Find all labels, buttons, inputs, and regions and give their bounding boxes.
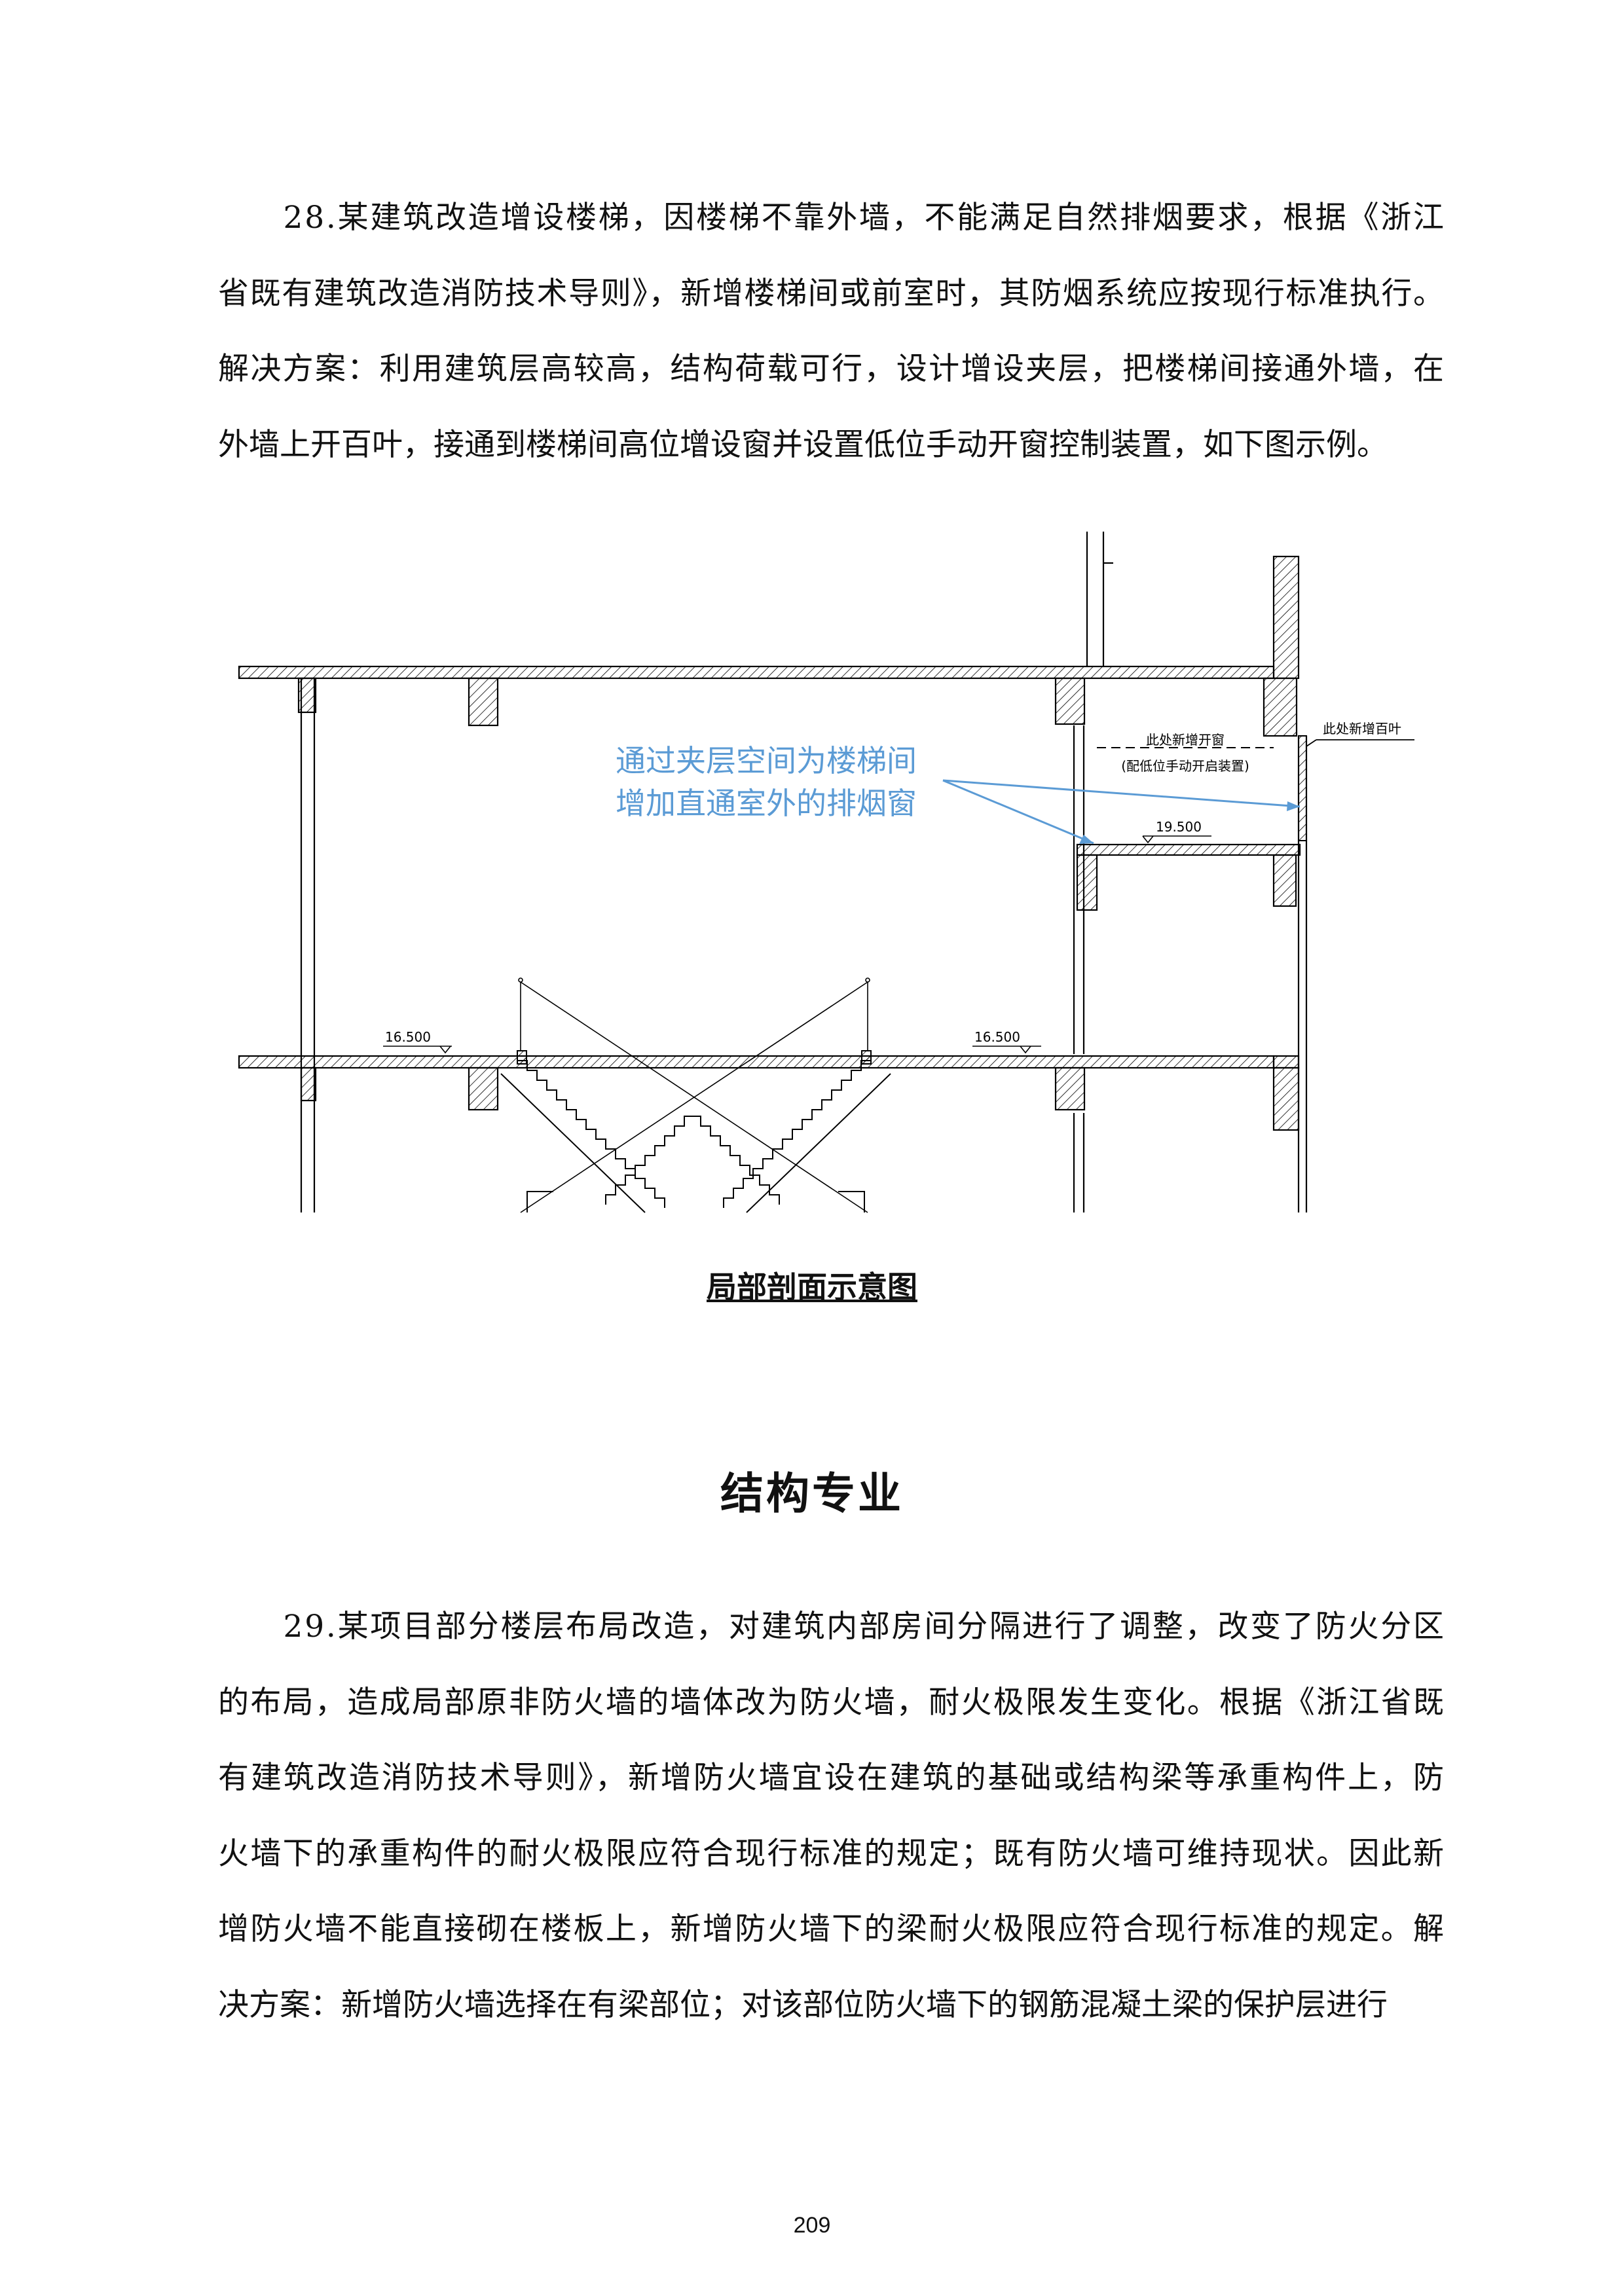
lower-beam-right bbox=[1272, 1066, 1300, 1131]
stair-posts bbox=[518, 977, 870, 1213]
louver bbox=[1298, 735, 1307, 841]
paragraph-line: 解决方案：利用建筑层高较高，结构荷载可行，设计增设夹层，把楼梯间接通外墙，在 bbox=[218, 351, 1446, 387]
annotation-arrow-2 bbox=[942, 779, 1301, 808]
mezzanine-slab bbox=[1076, 843, 1301, 856]
elev-mark-mezzanine bbox=[1142, 835, 1211, 844]
lower-slab bbox=[238, 1055, 1275, 1069]
stair-flight-center-a bbox=[605, 1116, 780, 1205]
annotation-arrowhead-1 bbox=[1079, 835, 1094, 844]
lower-beam-1 bbox=[468, 1066, 499, 1111]
paragraph-line: 的布局，造成局部原非防火墙的墙体改为防火墙，耐火极限发生变化。根据《浙江省既 bbox=[218, 1684, 1446, 1721]
paragraph-28: 28.某建筑改造增设楼梯，因楼梯不靠外墙，不能满足自然排烟要求，根据《浙江 省既… bbox=[218, 180, 1444, 483]
paragraph-line: 决方案：新增防火墙选择在有梁部位；对该部位防火墙下的钢筋混凝土梁的保护层进行 bbox=[218, 1986, 1388, 2023]
mezzanine-beam-left bbox=[1076, 854, 1098, 911]
elev-label-mid: 16.500 bbox=[974, 1029, 1020, 1045]
stair-lower-landings bbox=[526, 1191, 865, 1212]
upper-beam-2 bbox=[1054, 677, 1086, 725]
lower-beam-2 bbox=[1054, 1066, 1086, 1111]
paragraph-line: 火墙下的承重构件的耐火极限应符合现行标准的规定；既有防火墙可维持现状。因此新 bbox=[218, 1835, 1446, 1872]
paragraph-line: 省既有建筑改造消防技术导则》，新增楼梯间或前室时，其防烟系统应按现行标准执行。 bbox=[218, 275, 1445, 312]
annotation-arrowhead-2 bbox=[1287, 801, 1300, 811]
mezzanine-beam-right bbox=[1272, 854, 1297, 907]
elev-label-left: 16.500 bbox=[385, 1029, 431, 1045]
figure-caption: 局部剖面示意图 bbox=[707, 1269, 917, 1305]
section-heading: 结构专业 bbox=[720, 1468, 904, 1519]
paragraph-29: 29.某项目部分楼层布局改造，对建筑内部房间分隔进行了调整，改变了防火分区 的布… bbox=[218, 1589, 1444, 2043]
upper-beam-1 bbox=[468, 677, 499, 727]
stair-flight-up-left bbox=[723, 1051, 891, 1213]
paragraph-line: 29.某项目部分楼层布局改造，对建筑内部房间分隔进行了调整，改变了防火分区 bbox=[218, 1609, 1446, 1645]
annotation-line-2: 增加直通室外的排烟窗 bbox=[616, 786, 917, 821]
section-drawing: 此处新增开窗 (配低位手动开启装置) 此处新增百叶 19.500 16.500 … bbox=[238, 532, 1414, 1213]
label-new-louver: 此处新增百叶 bbox=[1323, 721, 1401, 737]
upper-right-wall bbox=[1272, 555, 1300, 680]
lower-column-cap bbox=[300, 1066, 317, 1102]
paragraph-line: 有建筑改造消防技术导则》，新增防火墙宜设在建筑的基础或结构梁等承重构件上，防 bbox=[218, 1760, 1446, 1796]
right-building-edge bbox=[1086, 532, 1113, 666]
annotation-line-1: 通过夹层空间为楼梯间 bbox=[616, 743, 917, 778]
paragraph-line: 外墙上开百叶，接通到楼梯间高位增设窗并设置低位手动开窗控制装置，如下图示例。 bbox=[218, 426, 1388, 463]
lower-slab-end bbox=[1272, 1055, 1300, 1069]
elev-mark-left bbox=[383, 1046, 452, 1054]
stairwell-wall bbox=[1073, 725, 1085, 1212]
paragraph-line: 28.某建筑改造增设楼梯，因楼梯不靠外墙，不能满足自然排烟要求，根据《浙江 bbox=[218, 200, 1446, 236]
label-new-window: 此处新增开窗 bbox=[1146, 732, 1225, 748]
stair-flight-down-right bbox=[500, 1051, 665, 1213]
louver-leader bbox=[1306, 739, 1317, 747]
paragraph-line: 增防火墙不能直接砌在楼板上，新增防火墙下的梁耐火极限应符合现行标准的规定。解 bbox=[218, 1911, 1446, 1947]
elev-label-mezzanine: 19.500 bbox=[1156, 819, 1202, 835]
annotation-arrow-1 bbox=[942, 779, 1094, 845]
upper-right-beam bbox=[1263, 677, 1298, 737]
page-number: 209 bbox=[793, 2213, 831, 2238]
annotation: 通过夹层空间为楼梯间 增加直通室外的排烟窗 bbox=[616, 743, 1301, 845]
label-manual-device: (配低位手动开启装置) bbox=[1121, 758, 1249, 774]
left-column bbox=[300, 678, 316, 1212]
stair-landing-left bbox=[517, 1050, 527, 1065]
stair-landing-right bbox=[861, 1050, 872, 1065]
elev-mark-mid bbox=[972, 1046, 1041, 1054]
upper-slab bbox=[238, 665, 1275, 680]
